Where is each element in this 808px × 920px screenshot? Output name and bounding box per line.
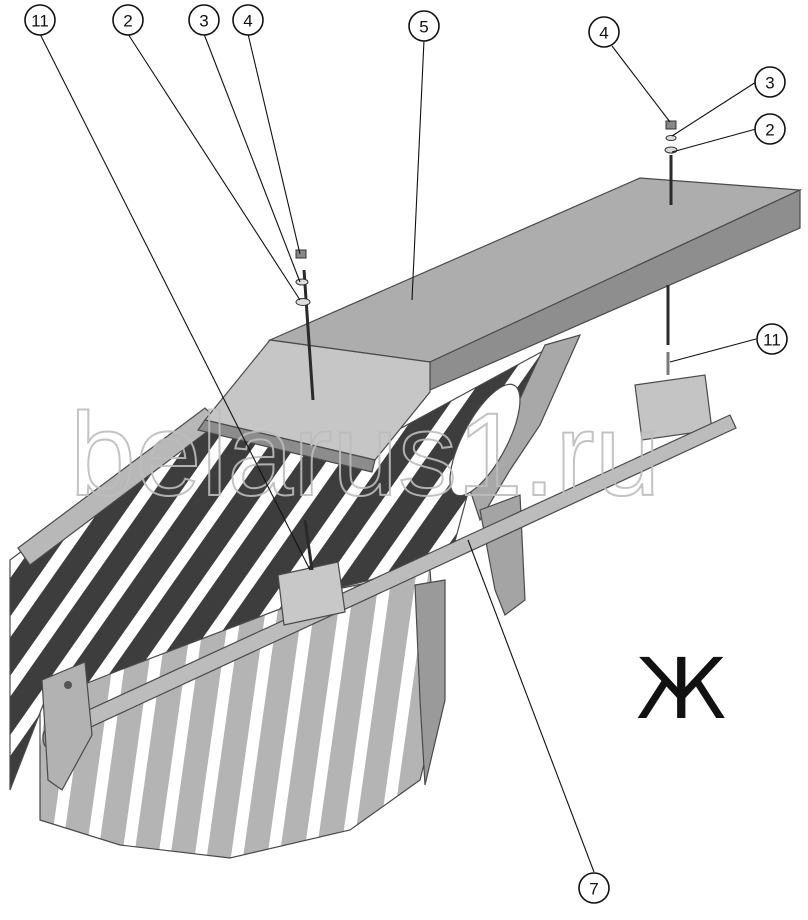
stud-center [303, 519, 314, 571]
left-bracket [41, 661, 93, 791]
callout-label: 11 [763, 331, 781, 350]
callout-label: 7 [589, 880, 598, 899]
washer-left-1 [295, 278, 309, 286]
nut-left [295, 249, 307, 259]
view-letter: Ж [636, 640, 726, 738]
washer-left-2 [295, 298, 311, 306]
leader-2-right [671, 128, 757, 153]
leader-7 [467, 539, 595, 873]
callout-5: 5 [408, 10, 440, 42]
callout-3-right: 3 [754, 66, 786, 98]
callout-7: 7 [578, 872, 610, 904]
callout-label: 11 [31, 12, 49, 31]
callout-2-right: 2 [754, 113, 786, 145]
leader-3-right [671, 81, 757, 137]
callout-label: 5 [419, 18, 428, 37]
callout-label: 2 [123, 12, 132, 31]
callout-label: 4 [243, 12, 252, 31]
callout-label: 3 [765, 74, 774, 93]
callout-label: 2 [765, 121, 774, 140]
washer-right-1 [665, 135, 677, 141]
leader-4-left [247, 33, 301, 255]
leader-11-right [669, 338, 757, 363]
beam-lower-plate [203, 339, 431, 461]
leader-4-right [611, 45, 671, 123]
callout-11-right: 11 [756, 323, 788, 355]
bolt-left [302, 269, 315, 401]
leader-3-left [203, 33, 301, 283]
callout-label: 3 [199, 12, 208, 31]
leader-2-left [127, 33, 301, 301]
leader-11-left [39, 33, 311, 571]
leader-5 [411, 39, 425, 301]
left-bracket-hole [64, 681, 72, 689]
callout-4-left: 4 [232, 4, 264, 36]
callout-4-right: 4 [588, 16, 620, 48]
beam-lower-plate-side [197, 419, 376, 473]
leader-lines [39, 33, 757, 873]
watermark: belarus1.ru [70, 389, 660, 521]
nut-right [665, 120, 677, 130]
callout-2-left: 2 [112, 4, 144, 36]
callout-3-left: 3 [188, 4, 220, 36]
lower-guard-side [414, 579, 446, 786]
callout-label: 4 [599, 24, 608, 43]
callout-11-left: 11 [24, 4, 56, 36]
frame-opening [449, 383, 521, 497]
washer-right-2 [664, 146, 678, 154]
mounting-block-center [277, 561, 346, 626]
